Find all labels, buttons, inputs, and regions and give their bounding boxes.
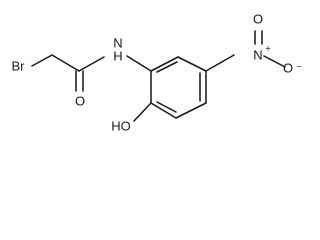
bond-ring-nitro (205, 54, 235, 72)
structure-diagram: Br N H O HO N + O O − (12, 11, 302, 133)
bond-ring-2 (150, 102, 177, 119)
bond-ring-3 (175, 102, 207, 119)
bond-ring-5 (177, 56, 207, 72)
atom-nitro-o-right: O (283, 60, 293, 75)
atom-nitro-n: N (253, 47, 262, 62)
molecule-svg: Br N H O HO N + O O − (12, 11, 302, 133)
bond-ring-6 (150, 56, 179, 72)
bond-nh-ring (126, 55, 152, 72)
atom-nitro-plus: + (265, 43, 270, 53)
atom-nh-n: N (113, 35, 122, 50)
atom-nitro-minus: − (296, 61, 301, 71)
atom-hydroxyl: HO (111, 118, 131, 133)
bond-ch2-carbonyl (51, 54, 80, 72)
ring-double-1 (156, 61, 178, 73)
bond-carbonyl-nh (78, 56, 105, 72)
atom-br: Br (12, 58, 26, 73)
atom-nitro-o-top: O (253, 11, 263, 26)
bond-br-ch2 (31, 54, 53, 67)
atom-nh-h: H (113, 48, 122, 63)
atom-amide-o: O (75, 93, 85, 108)
bond-nitro-oxygen-right (263, 55, 286, 68)
ring-double-2 (156, 101, 177, 113)
bond-ring-hydroxyl (133, 102, 152, 122)
